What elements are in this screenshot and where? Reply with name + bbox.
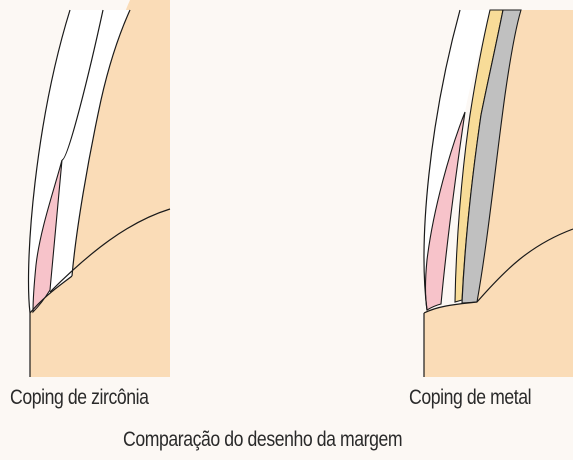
- metal-coping-label: Coping de metal: [409, 386, 532, 409]
- zirconia-coping-illustration: [27, 0, 171, 377]
- left-margin-line: [29, 275, 73, 314]
- right-margin-line: [423, 301, 478, 314]
- right-bone-line: [476, 228, 573, 303]
- left-coping-outline: [71, 9, 131, 277]
- right-outer-outline: [423, 9, 461, 311]
- right-tooth-body: [424, 10, 573, 377]
- diagram-title: Comparação do desenho da margem: [123, 428, 403, 451]
- left-outer-outline: [27, 9, 71, 314]
- left-pink-margin: [32, 159, 63, 314]
- metal-coping-illustration: [423, 9, 573, 377]
- zirconia-coping-label: Coping de zircônia: [10, 386, 149, 409]
- left-inner-outline: [61, 9, 104, 161]
- left-tooth-body: [30, 0, 170, 377]
- left-bone-line: [49, 208, 171, 293]
